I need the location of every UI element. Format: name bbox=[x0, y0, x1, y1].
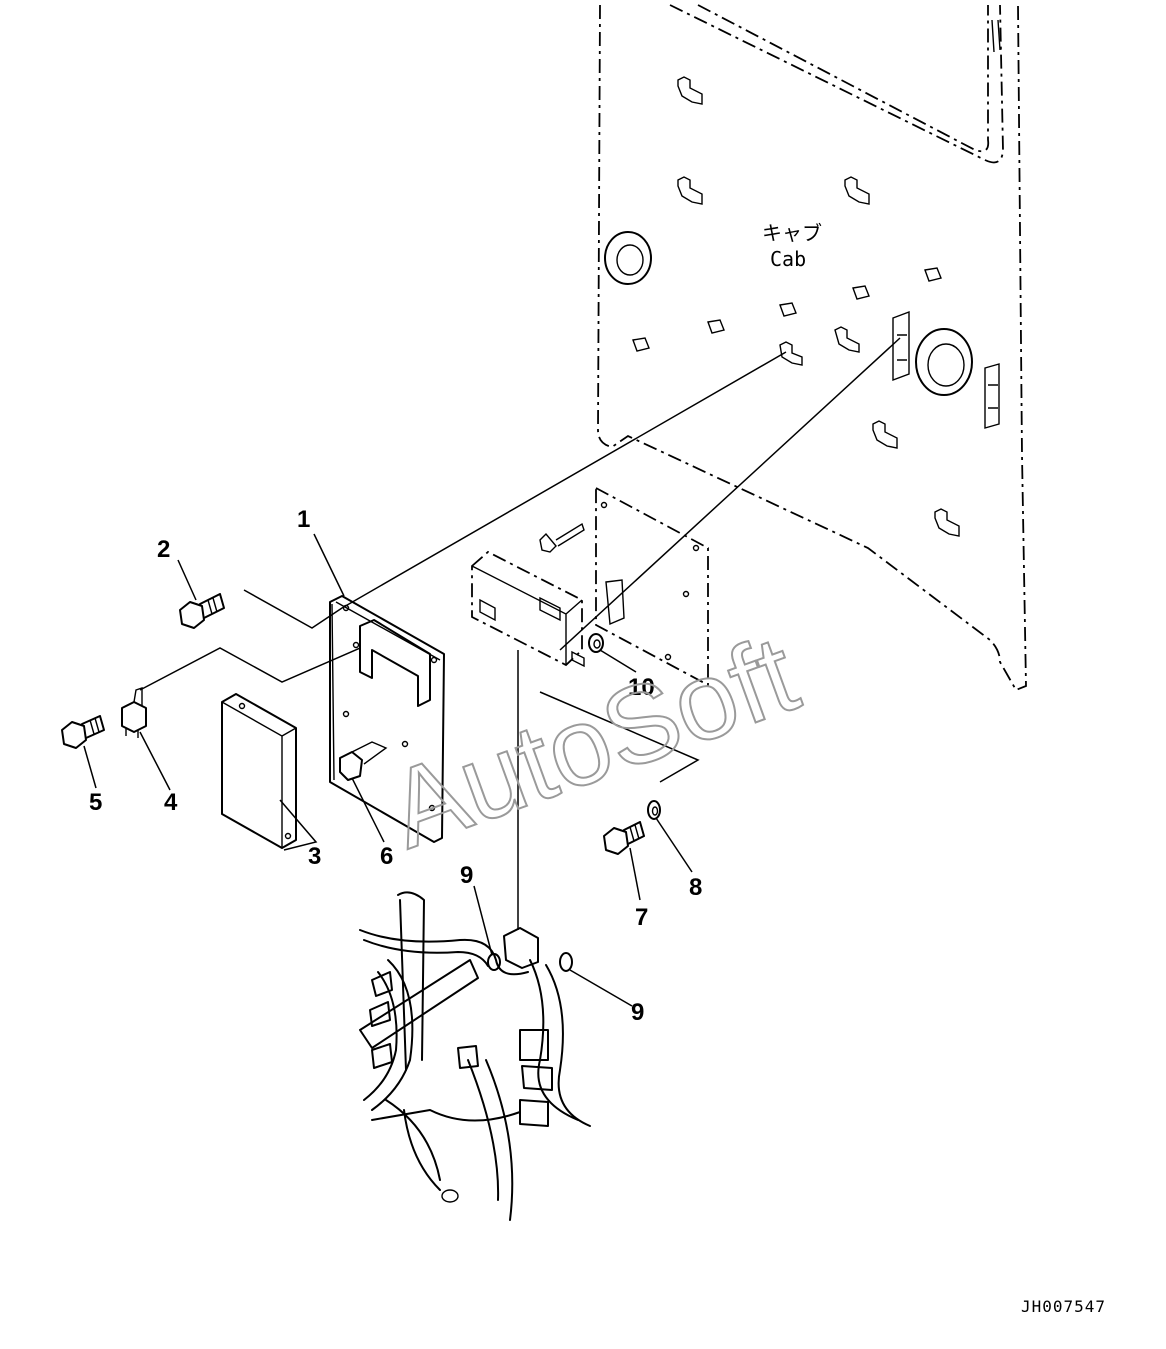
part-6-clip bbox=[339, 741, 388, 781]
part-1-bracket bbox=[329, 595, 445, 843]
cab-label-jp: キャブ bbox=[762, 221, 822, 245]
callout-10: 10 bbox=[628, 674, 655, 701]
cab-grommet-left bbox=[604, 231, 652, 285]
callout-8: 8 bbox=[689, 874, 702, 901]
cab-label-en: Cab bbox=[770, 247, 806, 271]
installed-controller bbox=[471, 522, 585, 668]
part-9-washer-b bbox=[559, 952, 573, 972]
callout-7: 7 bbox=[635, 904, 648, 931]
callout-4: 4 bbox=[164, 789, 178, 816]
callout-1: 1 bbox=[297, 506, 310, 533]
callout-6: 6 bbox=[380, 843, 393, 870]
callout-labels: 1 2 3 4 5 6 7 8 9 9 10 bbox=[89, 506, 702, 1026]
part-3-controller bbox=[221, 693, 297, 849]
callout-9-upper: 9 bbox=[460, 862, 473, 889]
callout-9-lower: 9 bbox=[631, 999, 644, 1026]
part-4-relay bbox=[121, 687, 147, 738]
callout-leaders bbox=[83, 533, 693, 1007]
cab-clips bbox=[632, 76, 1000, 537]
wire-harness bbox=[359, 891, 591, 1221]
part-7-bolt bbox=[603, 821, 645, 855]
cab-panel bbox=[597, 4, 1027, 692]
cab-grommet-right bbox=[915, 328, 973, 396]
part-5-bolt bbox=[61, 715, 105, 749]
installed-bracket-plate bbox=[595, 486, 709, 687]
part-8-washer bbox=[647, 800, 661, 820]
callout-5: 5 bbox=[89, 789, 102, 816]
part-2-bolt bbox=[179, 593, 225, 629]
callout-3: 3 bbox=[308, 843, 321, 870]
part-9-washer-a bbox=[487, 953, 501, 971]
drawing-id: JH007547 bbox=[1021, 1297, 1107, 1316]
part-10-nut bbox=[588, 633, 604, 653]
assembly-leaders bbox=[139, 337, 901, 930]
callout-2: 2 bbox=[157, 536, 170, 563]
